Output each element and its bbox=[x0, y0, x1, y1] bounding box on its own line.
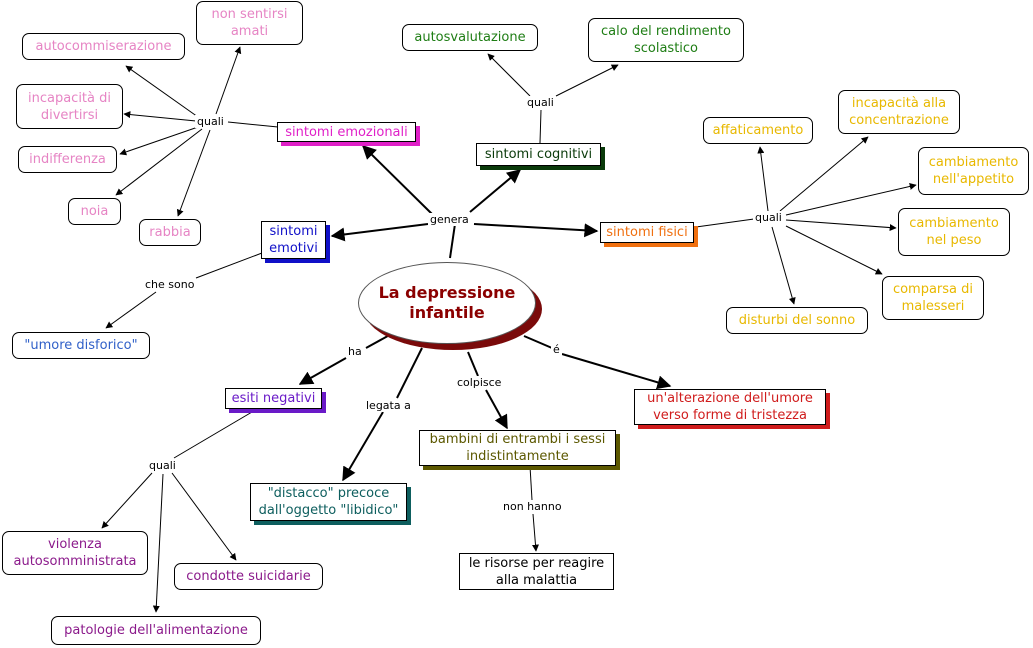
link-e: é bbox=[551, 343, 562, 356]
node-sintomi-emozionali[interactable]: sintomi emozionali bbox=[277, 122, 416, 142]
link-quali-fisici: quali bbox=[753, 211, 784, 224]
node-bambini[interactable]: bambini di entrambi i sessi indistintame… bbox=[419, 430, 616, 466]
node-esiti-negativi[interactable]: esiti negativi bbox=[225, 388, 322, 409]
node-comparsa-malesseri[interactable]: comparsa di malesseri bbox=[882, 276, 984, 320]
node-alterazione[interactable]: un'alterazione dell'umore verso forme di… bbox=[634, 389, 826, 425]
edge-quali-rabbia bbox=[176, 129, 211, 217]
edge-quali-appetito bbox=[785, 183, 917, 216]
edge-e-alterazione bbox=[561, 353, 672, 390]
link-colpisce: colpisce bbox=[455, 376, 504, 389]
edge-quali-nonsentirsi bbox=[215, 46, 242, 115]
edge-emotivi-chesono bbox=[195, 252, 263, 279]
link-quali-esiti: quali bbox=[147, 459, 178, 472]
edge-genera-emotivi bbox=[330, 223, 429, 242]
edge-quali-autocommiserazione bbox=[125, 65, 199, 118]
edge-chesono-umore bbox=[105, 291, 157, 329]
edge-genera-cognitivi bbox=[469, 169, 522, 213]
node-affaticamento[interactable]: affaticamento bbox=[703, 117, 813, 144]
edge-genera-fisici bbox=[473, 223, 599, 238]
edge-quali-malesseri bbox=[785, 225, 883, 275]
edge-quali-calo bbox=[555, 64, 619, 97]
edge-cognitivi-quali bbox=[539, 109, 542, 144]
node-condotte-suicidarie[interactable]: condotte suicidarie bbox=[174, 563, 323, 590]
edge-central-genera bbox=[449, 223, 456, 259]
edge-genera-emozionali bbox=[362, 145, 433, 215]
node-violenza[interactable]: violenza autosomministrata bbox=[2, 531, 148, 575]
edge-quali-indifferenza bbox=[119, 126, 199, 156]
link-ha: ha bbox=[346, 345, 364, 358]
edge-quali-sonno bbox=[771, 226, 796, 305]
edge-quali-divertirsi bbox=[123, 111, 197, 122]
node-autocommiserazione[interactable]: autocommiserazione bbox=[22, 33, 185, 60]
node-patologie-alimentazione[interactable]: patologie dell'alimentazione bbox=[51, 616, 261, 645]
edge-quali-violenza bbox=[101, 472, 153, 529]
node-sintomi-fisici[interactable]: sintomi fisici bbox=[600, 222, 694, 243]
node-autosvalutazione[interactable]: autosvalutazione bbox=[402, 24, 538, 51]
node-disturbi-sonno[interactable]: disturbi del sonno bbox=[726, 307, 868, 334]
edge-bambini-nonhanno bbox=[529, 465, 533, 501]
central-concept-label: La depressione infantile bbox=[358, 262, 536, 344]
link-che-sono: che sono bbox=[143, 278, 197, 291]
node-umore-disforico[interactable]: "umore disforico" bbox=[12, 332, 150, 359]
node-risorse[interactable]: le risorse per reagire alla malattia bbox=[459, 553, 614, 590]
node-calo-rendimento[interactable]: calo del rendimento scolastico bbox=[588, 18, 744, 62]
edge-central-colpisce bbox=[467, 351, 479, 377]
edge-emozionali-quali bbox=[227, 121, 279, 128]
edge-fisici-quali bbox=[695, 218, 755, 228]
edge-quali-suicidarie bbox=[171, 472, 237, 561]
edge-quali-patologie bbox=[152, 473, 164, 613]
node-cambiamento-appetito[interactable]: cambiamento nell'appetito bbox=[918, 147, 1029, 195]
edge-quali-peso bbox=[785, 219, 897, 232]
link-genera: genera bbox=[428, 213, 471, 226]
edge-central-e bbox=[523, 335, 553, 349]
link-quali-cognitivi: quali bbox=[525, 96, 556, 109]
node-sintomi-emotivi[interactable]: sintomi emotivi bbox=[261, 221, 326, 259]
node-cambiamento-peso[interactable]: cambiamento nel peso bbox=[898, 208, 1010, 256]
node-incapacita-divertirsi[interactable]: incapacità di divertirsi bbox=[16, 84, 123, 129]
node-incapacita-concentrazione[interactable]: incapacità alla concentrazione bbox=[838, 90, 960, 134]
node-distacco[interactable]: "distacco" precoce dall'oggetto "libidic… bbox=[250, 483, 407, 521]
node-indifferenza[interactable]: indifferenza bbox=[18, 146, 117, 173]
edge-quali-concentrazione bbox=[779, 136, 869, 212]
edge-quali-autosvalutazione bbox=[487, 53, 531, 97]
edge-esiti-quali bbox=[173, 411, 253, 459]
edge-central-legata bbox=[396, 347, 423, 399]
node-rabbia[interactable]: rabbia bbox=[139, 219, 201, 246]
link-legata-a: legata a bbox=[364, 399, 413, 412]
edge-nonhanno-risorse bbox=[532, 513, 539, 552]
central-concept[interactable]: La depressione infantile bbox=[358, 262, 542, 350]
node-non-sentirsi-amati[interactable]: non sentirsi amati bbox=[196, 1, 303, 45]
edge-legata-distacco bbox=[342, 411, 384, 482]
node-sintomi-cognitivi[interactable]: sintomi cognitivi bbox=[476, 143, 601, 166]
edge-quali-affaticamento bbox=[757, 146, 769, 212]
edge-ha-esiti bbox=[298, 357, 347, 385]
edge-quali-noia bbox=[115, 128, 203, 196]
edge-colpisce-bambini bbox=[485, 389, 508, 430]
link-quali-emozionali: quali bbox=[195, 115, 226, 128]
node-noia[interactable]: noia bbox=[68, 198, 121, 225]
link-non-hanno: non hanno bbox=[501, 500, 564, 513]
